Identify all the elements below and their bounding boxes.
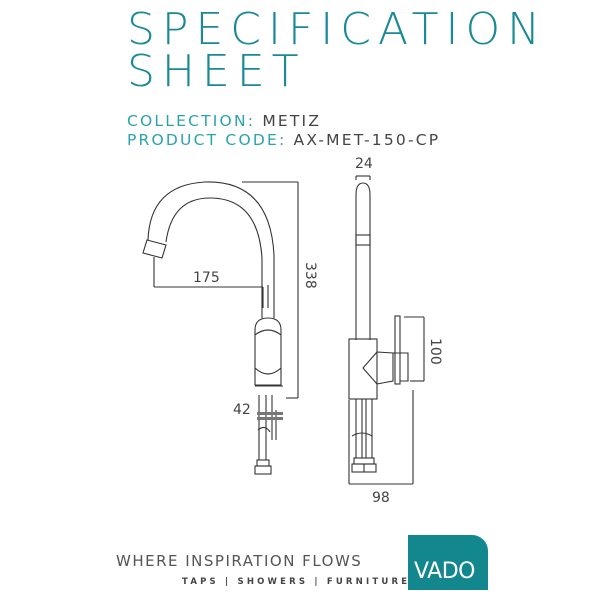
dim-spout-reach: 175 <box>193 270 220 286</box>
collection-row: COLLECTION: METIZ <box>127 112 321 130</box>
page-title-line2: SHEET <box>127 46 306 97</box>
collection-label: COLLECTION: <box>127 112 256 130</box>
faucet-front-view <box>348 175 425 485</box>
dim-spout-width: 24 <box>355 156 373 172</box>
faucet-side-view <box>142 181 299 475</box>
product-code-value: AX-MET-150-CP <box>293 131 441 149</box>
dim-depth: 98 <box>372 490 390 506</box>
vado-logo: VADO <box>408 535 488 590</box>
sub-tagline: TAPS | SHOWERS | FURNITURE <box>182 577 411 587</box>
collection-value: METIZ <box>262 112 322 130</box>
dim-base-width: 42 <box>233 402 251 418</box>
page-title-line1: SPECIFICATION <box>127 4 548 55</box>
dim-height: 338 <box>302 262 318 289</box>
tagline: WHERE INSPIRATION FLOWS <box>116 552 363 570</box>
product-code-label: PRODUCT CODE: <box>127 131 287 149</box>
logo-text: VADO <box>414 559 475 584</box>
product-code-row: PRODUCT CODE: AX-MET-150-CP <box>127 131 440 149</box>
dim-lever-height: 100 <box>427 338 443 365</box>
